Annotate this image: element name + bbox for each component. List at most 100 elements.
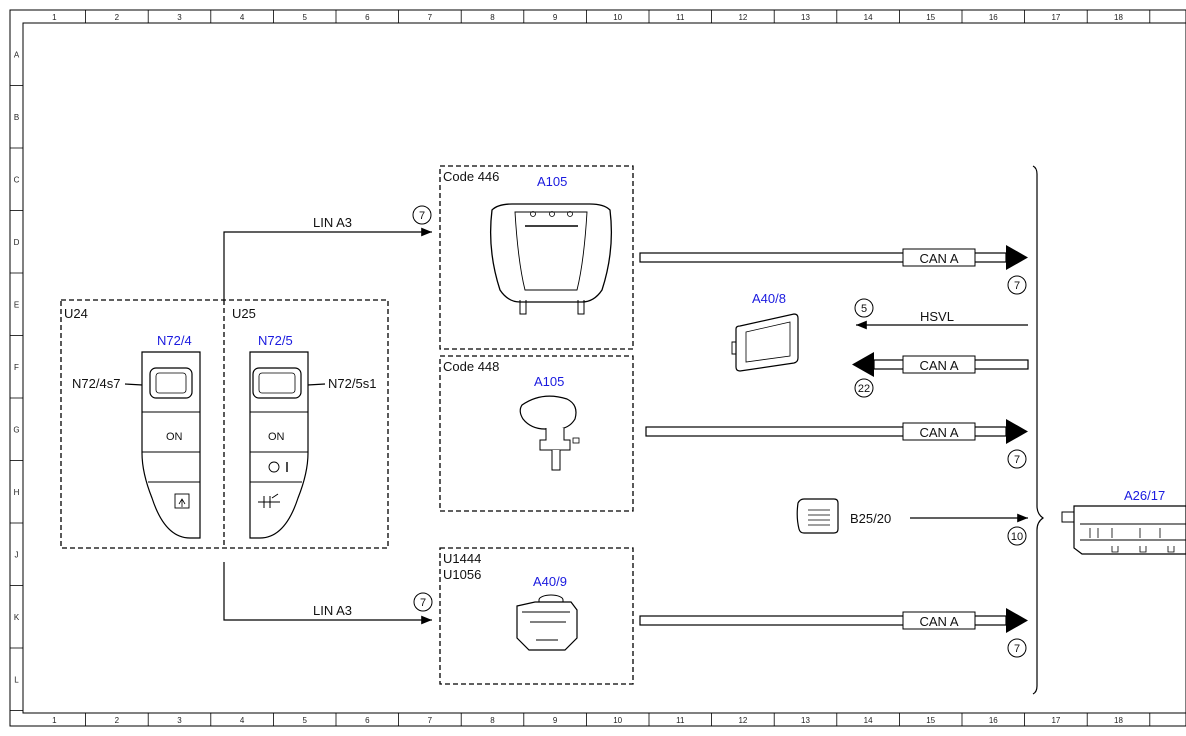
row-letter: G	[13, 425, 19, 434]
n72-5-label: N72/5	[258, 333, 293, 348]
can-4-ref: 7	[1014, 643, 1020, 655]
can-1-label: CAN A	[919, 251, 958, 266]
column-number: 17	[1051, 716, 1060, 725]
column-number: 4	[240, 716, 245, 725]
n72-5s1-label: N72/5s1	[328, 376, 376, 391]
on-switch-left: ON	[166, 431, 183, 443]
can-2-ref: 22	[858, 383, 870, 395]
column-number: 5	[302, 716, 307, 725]
row-ruler-left: A B C D E F G H J K L	[10, 50, 23, 711]
lin-connection-bottom: LIN A3 7	[223, 562, 433, 625]
column-number: 2	[115, 13, 120, 22]
column-number: 6	[365, 716, 370, 725]
drawing-frame	[9, 9, 1186, 727]
switch-panel-n72-5: ON	[249, 351, 309, 539]
u1444-group: U1444 U1056 A40/9	[439, 547, 634, 685]
module-image	[1061, 505, 1186, 555]
column-number: 6	[365, 13, 370, 22]
row-letter: L	[14, 675, 19, 684]
column-number: 2	[115, 716, 120, 725]
switch-group: U24 U25 N72/4 N72/5 N72/4s7 N72/5s1 ON	[60, 299, 389, 549]
can-3-label: CAN A	[919, 425, 958, 440]
switch-panel-n72-4: ON	[141, 351, 201, 539]
column-number: 10	[613, 716, 622, 725]
column-number: 13	[801, 13, 810, 22]
column-number: 16	[989, 716, 998, 725]
row-letter: F	[14, 363, 19, 372]
bus-bracket	[1032, 165, 1045, 695]
lin-bottom-ref: 7	[420, 597, 426, 609]
a26-17-module: A26/17	[1061, 488, 1186, 555]
row-letter: A	[14, 50, 20, 59]
column-number: 4	[240, 13, 245, 22]
u24-label: U24	[64, 306, 88, 321]
code-448-group: Code 448 A105	[439, 355, 634, 512]
column-number: 14	[864, 716, 873, 725]
can-1-ref: 7	[1014, 280, 1020, 292]
row-letter: D	[14, 238, 20, 247]
n72-4s7-label: N72/4s7	[72, 376, 120, 391]
a40-8-label: A40/8	[752, 291, 786, 306]
column-number: 12	[738, 716, 747, 725]
column-number: 11	[676, 716, 685, 725]
seat-icon	[174, 493, 190, 509]
n72-4-label: N72/4	[157, 333, 192, 348]
code-446-group: Code 446 A105	[439, 165, 634, 350]
column-number: 8	[490, 13, 495, 22]
column-number: 9	[553, 13, 558, 22]
column-number: 17	[1051, 13, 1060, 22]
column-number: 15	[926, 13, 935, 22]
column-number: 12	[738, 13, 747, 22]
on-switch-right: ON	[268, 431, 285, 443]
u1444-label: U1444	[443, 551, 481, 566]
lin-bottom-label: LIN A3	[313, 603, 352, 618]
code-446-label: Code 446	[443, 169, 499, 184]
row-letter: K	[14, 613, 20, 622]
hsvl-ref: 5	[861, 303, 867, 315]
a40-8-display: A40/8	[731, 291, 799, 372]
column-number: 15	[926, 716, 935, 725]
lin-connection-top: LIN A3 7	[223, 205, 432, 300]
a26-17-label: A26/17	[1124, 488, 1165, 503]
column-number: 11	[676, 13, 685, 22]
b25-20-label: B25/20	[850, 511, 891, 526]
row-letter: C	[14, 175, 20, 184]
power-icon	[268, 461, 280, 473]
column-number: 10	[613, 13, 622, 22]
overhead-control-panel-image	[489, 203, 613, 315]
u1056-label: U1056	[443, 567, 481, 582]
column-number: 7	[428, 716, 433, 725]
column-number: 3	[177, 716, 182, 725]
u25-label: U25	[232, 306, 256, 321]
column-number: 16	[989, 13, 998, 22]
sensor-image	[796, 498, 839, 534]
column-number: 18	[1114, 13, 1123, 22]
lin-top-label: LIN A3	[313, 215, 352, 230]
controller-unit-image	[516, 594, 578, 651]
selector-lever-image	[519, 395, 580, 471]
row-letter: H	[14, 488, 20, 497]
can-4-label: CAN A	[919, 614, 958, 629]
hsvl-label: HSVL	[920, 309, 954, 324]
can-bus-2: CAN A 22	[852, 352, 1029, 398]
column-number: 13	[801, 716, 810, 725]
column-number: 9	[553, 716, 558, 725]
column-number: 8	[490, 716, 495, 725]
can-2-label: CAN A	[919, 358, 958, 373]
a105-mid-label: A105	[534, 374, 564, 389]
row-letter: B	[14, 113, 19, 122]
row-letter: J	[15, 550, 19, 559]
a40-9-label: A40/9	[533, 574, 567, 589]
can-3-ref: 7	[1014, 454, 1020, 466]
can-bus-4: CAN A 7	[639, 608, 1028, 658]
row-letter: E	[14, 300, 19, 309]
b25-20-sensor: B25/20 10	[796, 498, 1028, 546]
b25-ref: 10	[1011, 531, 1023, 543]
column-number: 1	[52, 716, 57, 725]
can-bus-3: CAN A 7	[645, 419, 1028, 469]
can-bus-1: CAN A 7	[639, 245, 1028, 295]
column-number: 18	[1114, 716, 1123, 725]
lin-top-ref: 7	[419, 210, 425, 222]
